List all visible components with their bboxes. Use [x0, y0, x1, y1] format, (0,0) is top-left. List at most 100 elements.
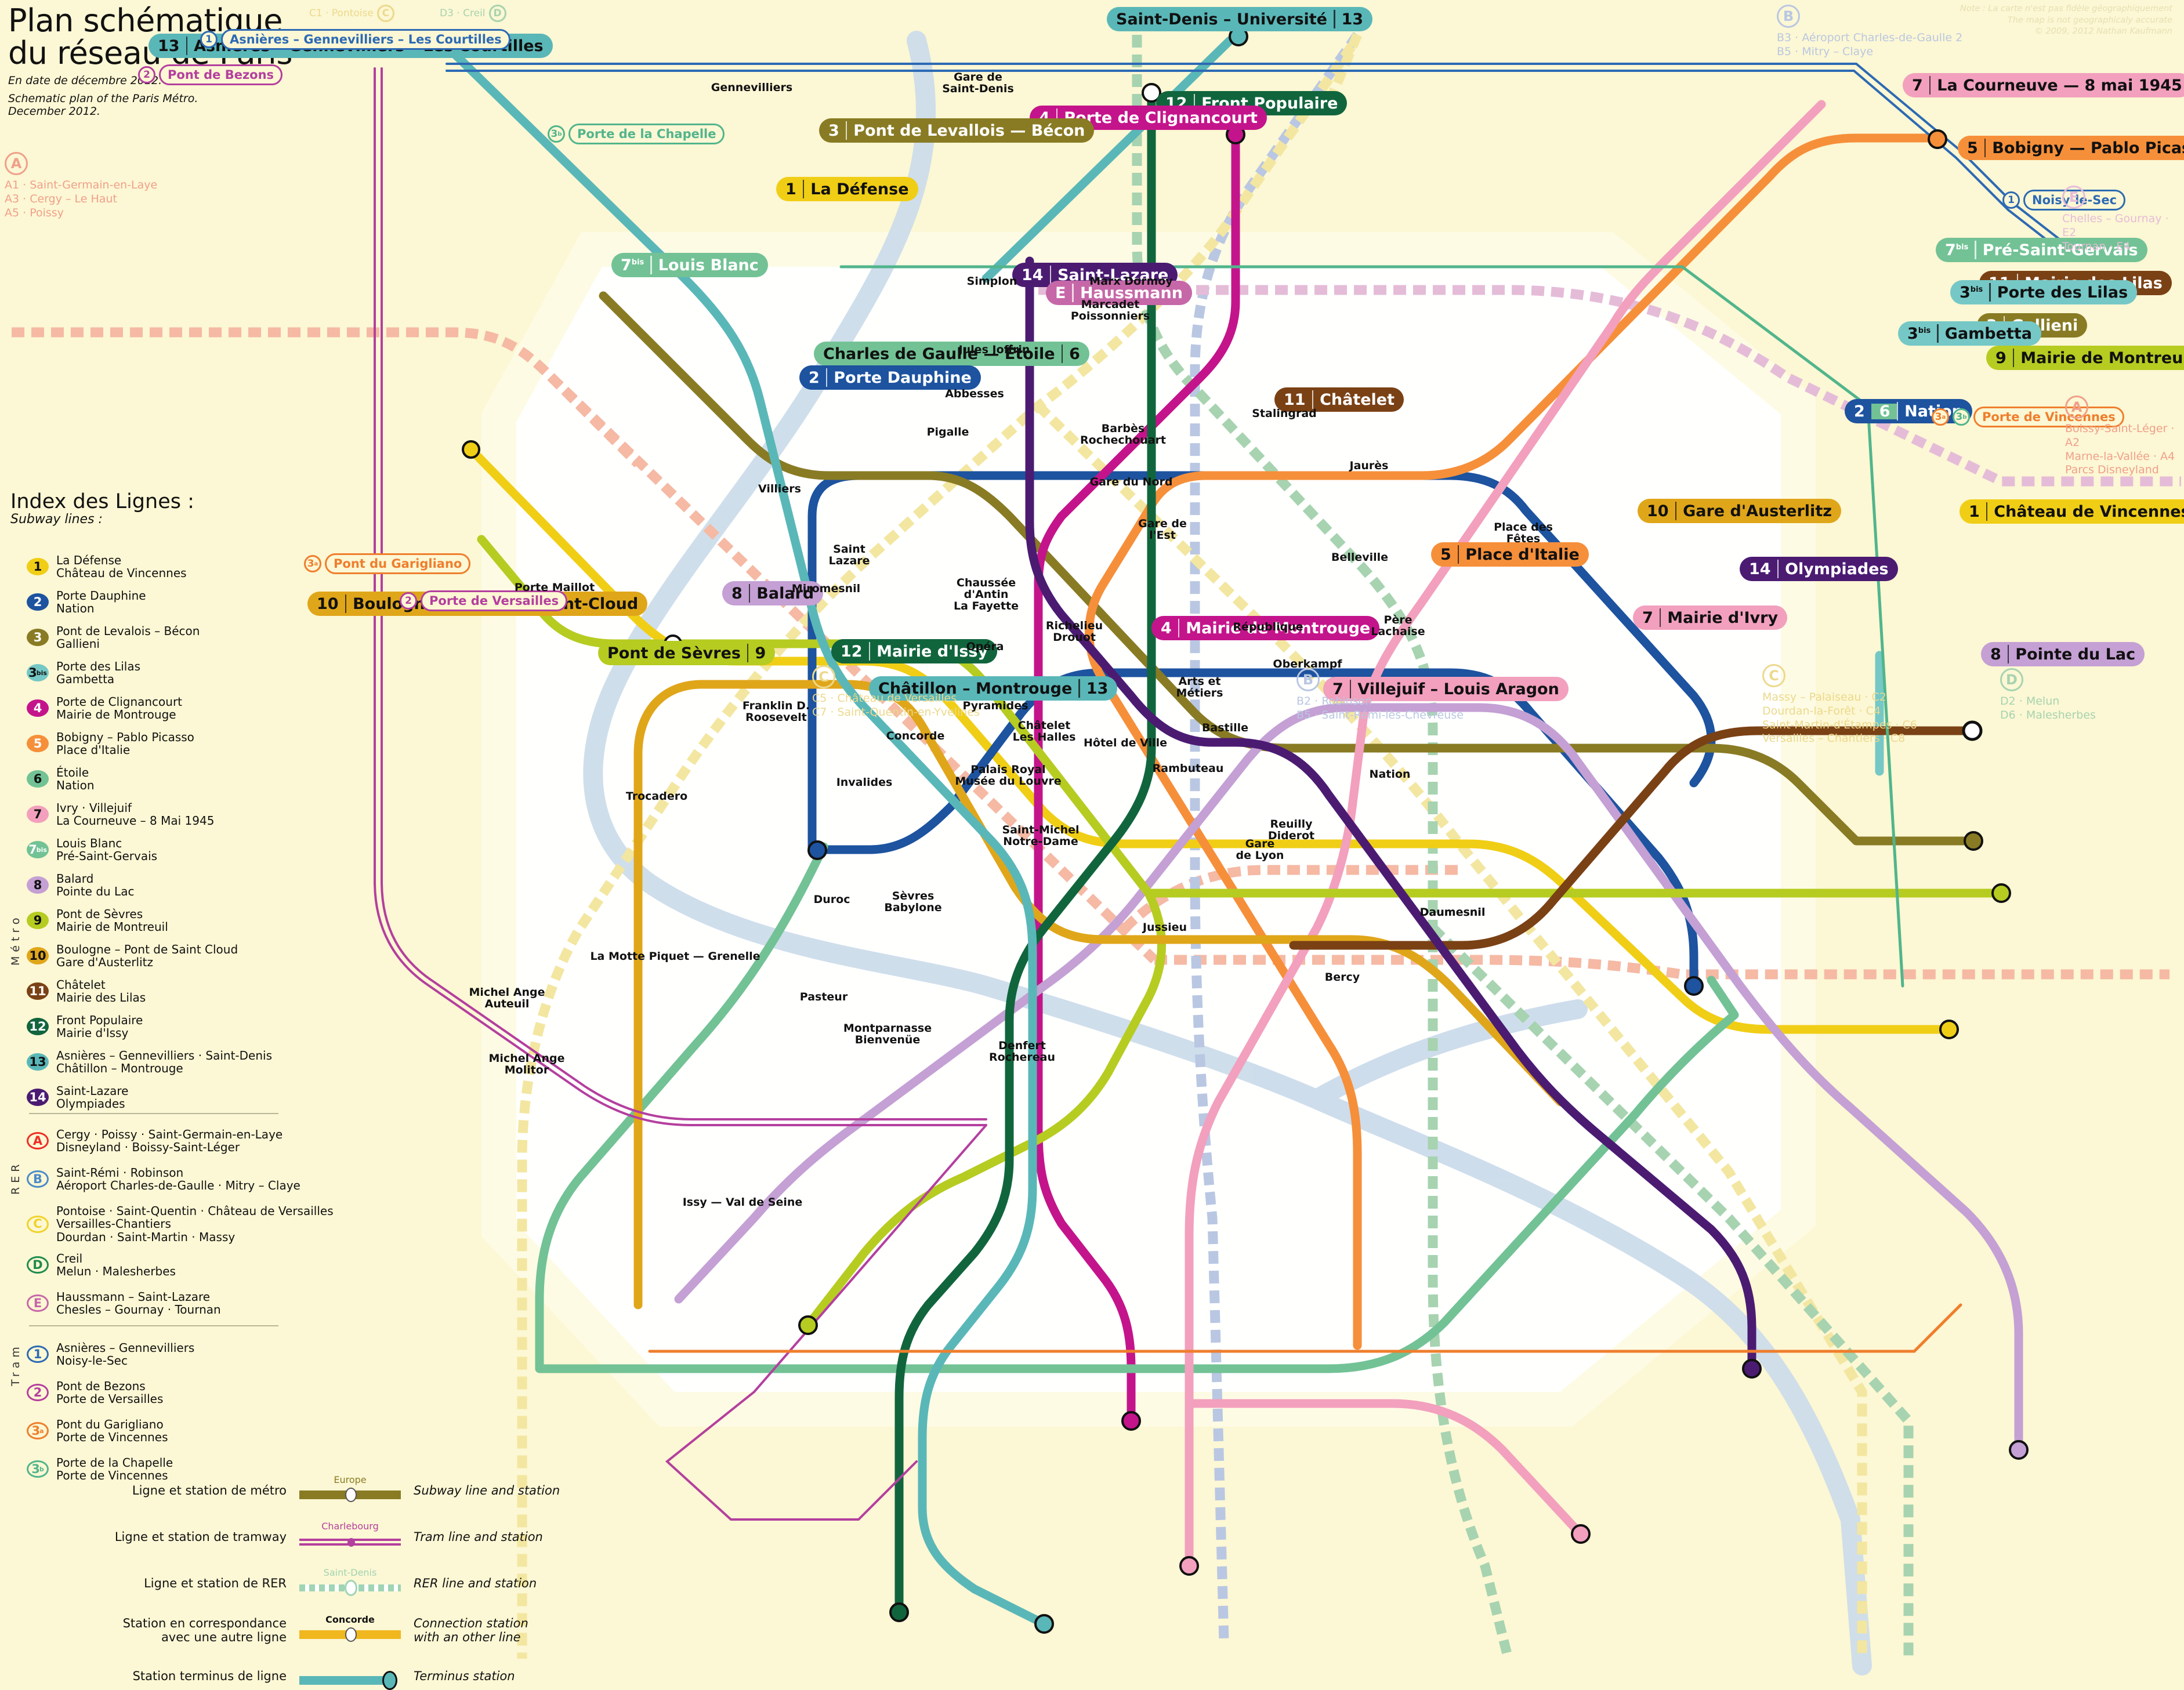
index-side-label-metro: Métro [9, 913, 22, 966]
terminus-station-name: Bobigny — Pablo Picasso [1992, 139, 2184, 157]
terminus-divider [748, 584, 751, 603]
legend-sample-station-name: Saint-Denis [323, 1567, 377, 1578]
terminus-station-name: Porte des Lilas [1997, 283, 2128, 302]
terminus-divider [1675, 502, 1677, 520]
terminus-divider [825, 368, 828, 387]
tram-terminus-name: Porte de Versailles [421, 590, 568, 611]
station-label: Jules Joffrin [958, 343, 1030, 356]
terminus-divider [747, 644, 749, 662]
line-bullet-1: 1 [27, 558, 49, 576]
rer-destination-line: B3 · Aéroport Charles-de-Gaulle 2 [1777, 31, 1963, 44]
rer-destination-line: C7 · Saint-Quentin-en-Yvelines [812, 705, 980, 719]
terminus-divider [1061, 344, 1063, 363]
legend-label-fr: Ligne et station de tramway [114, 1530, 287, 1544]
line-bullet-4: 4 [27, 699, 49, 717]
line-bullet-8: 8 [27, 876, 49, 894]
terminus-divider [1349, 680, 1352, 698]
rer-letter-badge-D: D [2000, 668, 2023, 691]
legend-sample-metro: Europe [299, 1474, 401, 1504]
rer-letter-badge-C: C [1762, 664, 1785, 687]
terminus-line-number: 10 [317, 594, 339, 613]
terminus-station-name: Pont de Sèvres [607, 644, 741, 662]
terminus-divider [845, 121, 847, 140]
terminus-line-number: 11 [1284, 390, 1306, 409]
terminus-line-number: 2 [1854, 402, 1865, 420]
terminus-line-number: 8 [1990, 645, 2001, 663]
terminus-divider [1334, 10, 1335, 28]
terminus-divider [2012, 349, 2015, 367]
title-subtitle-en: Schematic plan of the Paris Métro. Decem… [8, 92, 198, 118]
terminus-line-number: 1 [785, 180, 796, 198]
station-label: Gare du Nord [1089, 476, 1173, 488]
